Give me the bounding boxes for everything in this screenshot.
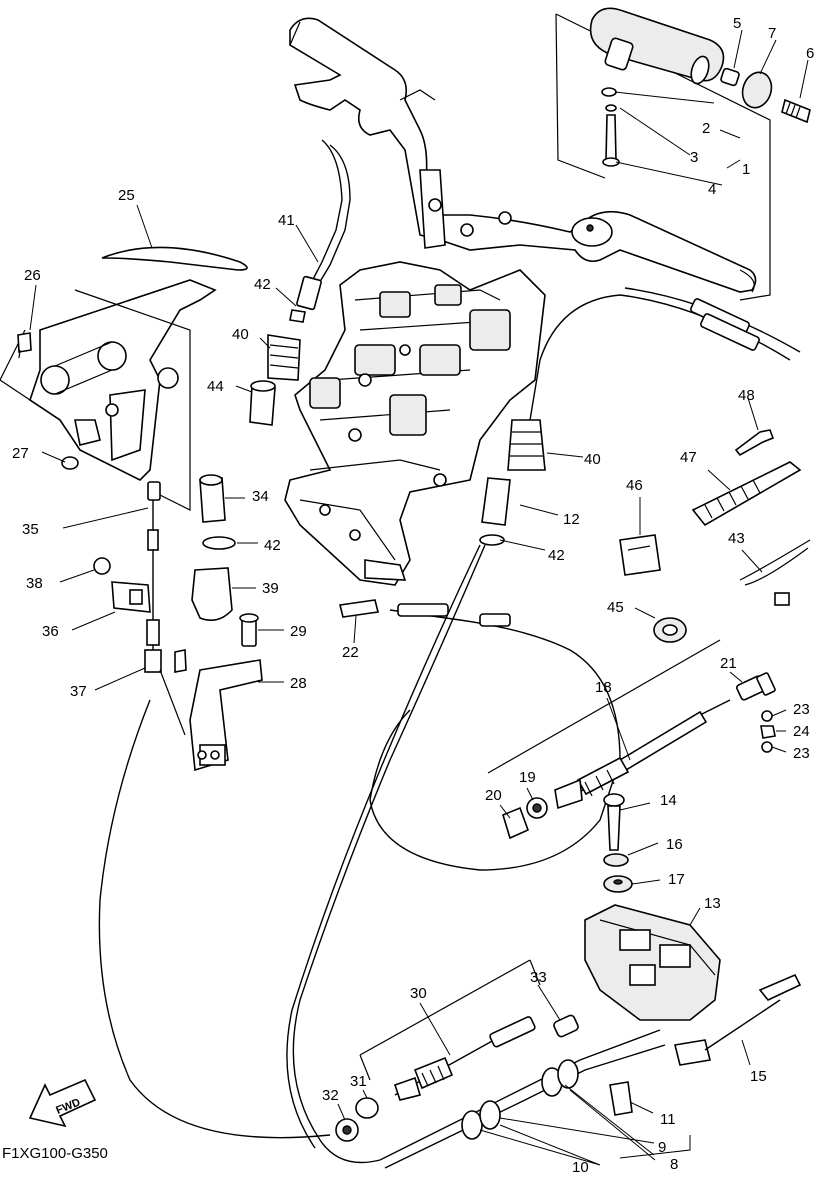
part-label-45: 45 (607, 599, 624, 616)
handlebar (289, 17, 757, 293)
part-label-5: 5 (733, 15, 741, 32)
part-label-10: 10 (572, 1159, 589, 1176)
part-label-32: 32 (322, 1087, 339, 1104)
part-label-14: 14 (660, 792, 677, 809)
part-label-7: 7 (768, 25, 776, 42)
fwd-arrow-icon: FWD (28, 1078, 97, 1128)
part-label-20: 20 (485, 787, 502, 804)
part-label-36: 36 (42, 623, 59, 640)
lower-cable-parts (335, 959, 666, 1169)
main-cables (98, 544, 621, 1164)
grip-assembly (555, 7, 811, 301)
upper-cable-parts (249, 139, 801, 546)
part-label-18: 18 (595, 679, 612, 696)
diagram-code: F1XG100-G350 (2, 1145, 108, 1162)
part-label-11: 11 (660, 1111, 676, 1128)
part-label-27: 27 (12, 445, 29, 462)
part-label-48: 48 (738, 387, 755, 404)
part-label-38: 38 (26, 575, 43, 592)
steering-column (284, 169, 546, 586)
part-label-25: 25 (118, 187, 135, 204)
shift-cable-parts (487, 639, 802, 1116)
left-cable-parts (93, 474, 263, 772)
part-label-17: 17 (668, 871, 685, 888)
part-label-24: 24 (793, 723, 810, 740)
part-label-15: 15 (750, 1068, 767, 1085)
part-label-22: 22 (342, 644, 359, 661)
part-label-37: 37 (70, 683, 87, 700)
part-label-41: 41 (278, 212, 295, 229)
part-label-44: 44 (207, 378, 224, 395)
part-label-42a: 42 (264, 537, 281, 554)
part-label-33: 33 (530, 969, 547, 986)
part-label-30: 30 (410, 985, 427, 1002)
part-label-47: 47 (680, 449, 697, 466)
part-label-42b: 42 (254, 276, 271, 293)
part-label-21: 21 (720, 655, 737, 672)
part-label-40a: 40 (232, 326, 249, 343)
part-label-9: 9 (658, 1139, 666, 1156)
part-labels: 5 7 6 2 3 1 4 25 26 27 35 38 36 37 34 42… (12, 15, 814, 1176)
part-label-43: 43 (728, 530, 745, 547)
part-label-39: 39 (262, 580, 279, 597)
part-label-23b: 23 (793, 745, 810, 762)
part-label-8: 8 (670, 1156, 678, 1173)
part-label-12: 12 (563, 511, 580, 528)
part-label-13: 13 (704, 895, 721, 912)
part-label-35: 35 (22, 521, 39, 538)
part-label-26: 26 (24, 267, 41, 284)
part-label-6: 6 (806, 45, 814, 62)
part-label-16: 16 (666, 836, 683, 853)
part-label-46: 46 (626, 477, 643, 494)
part-label-34: 34 (252, 488, 269, 505)
part-label-23a: 23 (793, 701, 810, 718)
leader-lines (29, 29, 809, 1166)
part-label-42c: 42 (548, 547, 565, 564)
part-label-3: 3 (690, 149, 698, 166)
part-label-28: 28 (290, 675, 307, 692)
part-label-19: 19 (519, 769, 536, 786)
part-label-2: 2 (702, 120, 710, 137)
accessory-parts (619, 429, 811, 643)
part-label-31: 31 (350, 1073, 367, 1090)
part-label-1: 1 (742, 161, 750, 178)
tilt-bracket (0, 246, 248, 511)
part-label-40b: 40 (584, 451, 601, 468)
part-label-4: 4 (708, 181, 716, 198)
part-label-29: 29 (290, 623, 307, 640)
